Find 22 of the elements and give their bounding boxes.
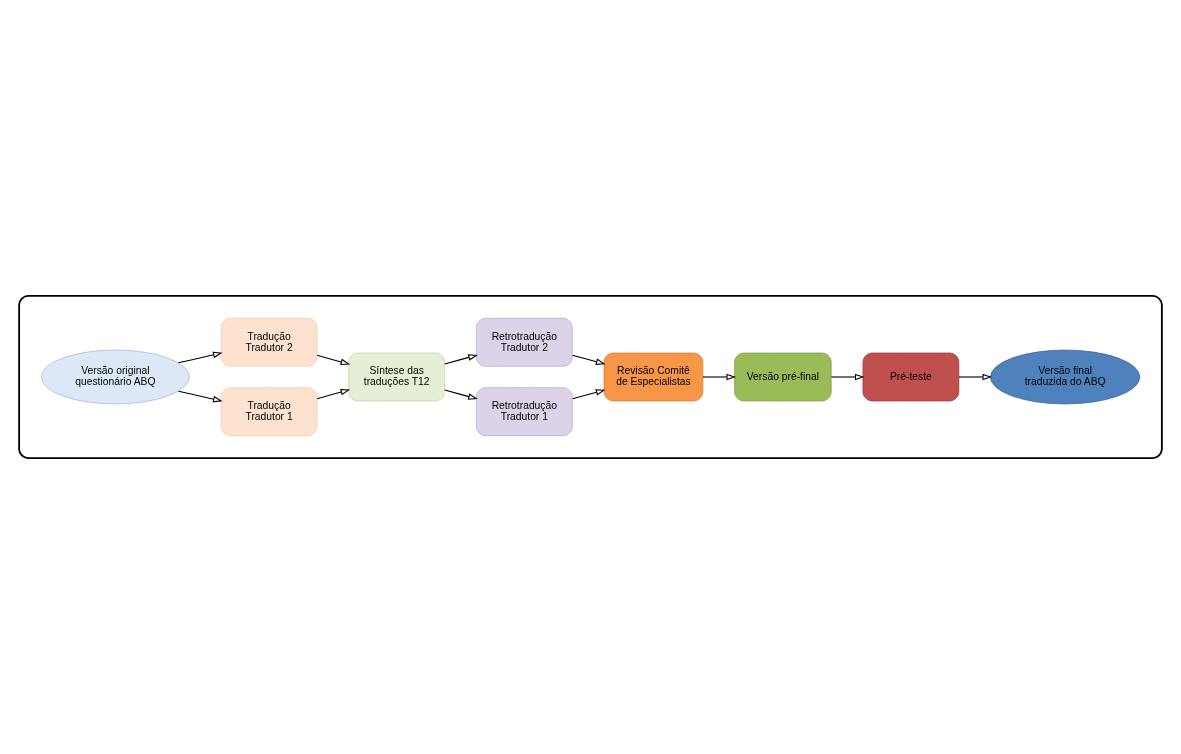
node-box: Versão pré-final [734,352,832,402]
arrow [177,351,223,364]
arrow [702,373,737,381]
node-box: Síntese das traduções T12 [348,352,445,402]
arrow [830,373,865,381]
node-box: Pré-teste [862,352,960,402]
node-box: Revisão Comitê de Especialistas [603,352,704,402]
node-ellipse: Versão original questionário ABQ [40,349,190,405]
node-box: Tradução Tradutor 1 [220,387,318,436]
arrow [444,389,478,400]
arrow [177,390,223,403]
arrow [444,354,478,365]
arrow [572,354,606,365]
node-box: Tradução Tradutor 2 [220,318,318,367]
cluster [18,294,1163,460]
node-box: Retrotradução Tradutor 2 [476,318,573,367]
arrow [316,388,351,400]
arrow [958,373,993,381]
arrow [316,354,351,366]
node-ellipse: Versão final traduzida do ABQ [990,349,1141,405]
arrow [572,389,606,400]
node-box: Retrotradução Tradutor 1 [476,387,573,436]
